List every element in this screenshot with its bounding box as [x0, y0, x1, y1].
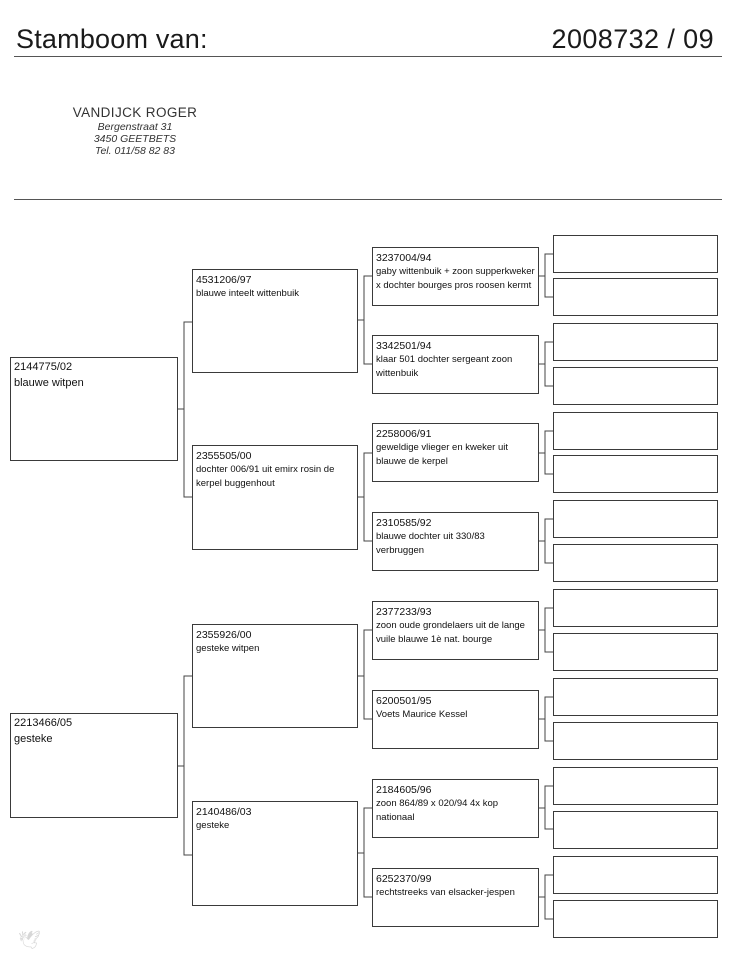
pedigree-dam-sire: 2355926/00 gesteke witpen	[192, 624, 358, 728]
description: gaby wittenbuik + zoon supperkweker x do…	[376, 266, 535, 291]
ring-number: 2310585/92	[376, 517, 432, 529]
owner-city: 3450 GEETBETS	[93, 133, 177, 145]
pedigree-sire-sire: 4531206/97 blauwe inteelt wittenbuik	[192, 269, 358, 373]
ring-number: 2140486/03	[196, 806, 252, 818]
description: blauwe witpen	[14, 377, 84, 389]
ring-number: 2355505/00	[196, 450, 252, 462]
ring-number: 2355926/00	[196, 629, 252, 641]
watermark-logo: 🕊	[18, 930, 128, 952]
pedigree-empty-slot	[553, 811, 718, 849]
pedigree-empty-slot	[553, 235, 718, 273]
pedigree-sire-dam: 2355505/00 dochter 006/91 uit emirx rosi…	[192, 445, 358, 550]
ring-number: 3342501/94	[376, 340, 432, 352]
ring-number: 2184605/96	[376, 784, 432, 796]
pedigree-empty-slot	[553, 412, 718, 450]
owner-name: VANDIJCK ROGER	[72, 105, 198, 120]
pedigree-sire: 2144775/02 blauwe witpen	[10, 357, 178, 461]
pedigree-ggp-8: 6252370/99 rechtstreeks van elsacker-jes…	[372, 868, 539, 927]
pedigree-empty-slot	[553, 633, 718, 671]
pedigree-empty-slot	[553, 900, 718, 938]
ring-number: 2258006/91	[376, 428, 432, 440]
ring-number: 3237004/94	[376, 252, 432, 264]
pedigree-dam: 2213466/05 gesteke	[10, 713, 178, 818]
description: blauwe dochter uit 330/83 verbruggen	[376, 531, 485, 556]
ring-number: 2213466/05	[14, 717, 73, 729]
pedigree-empty-slot	[553, 767, 718, 805]
header-divider	[14, 56, 722, 57]
description: blauwe inteelt wittenbuik	[196, 288, 299, 299]
description: rechtstreeks van elsacker-jespen	[376, 887, 515, 898]
pedigree-empty-slot	[553, 455, 718, 493]
section-divider	[14, 199, 722, 200]
pedigree-empty-slot	[553, 589, 718, 627]
ring-number: 6200501/95	[376, 695, 432, 707]
pedigree-ggp-5: 2377233/93 zoon oude grondelaers uit de …	[372, 601, 539, 660]
description: zoon 864/89 x 020/94 4x kop nationaal	[376, 798, 499, 823]
pedigree-empty-slot	[553, 367, 718, 405]
pedigree-empty-slot	[553, 722, 718, 760]
pigeon-ring-number: 2008732 / 09	[551, 24, 714, 54]
pedigree-empty-slot	[553, 678, 718, 716]
pedigree-ggp-1: 3237004/94 gaby wittenbuik + zoon supper…	[372, 247, 539, 306]
dove-icon: 🕊	[18, 930, 41, 950]
pedigree-empty-slot	[553, 500, 718, 538]
pedigree-ggp-6: 6200501/95 Voets Maurice Kessel	[372, 690, 539, 749]
description: geweldige vlieger en kweker uit blauwe d…	[376, 442, 509, 467]
description: gesteke witpen	[196, 643, 260, 654]
pedigree-empty-slot	[553, 856, 718, 894]
pedigree-ggp-3: 2258006/91 geweldige vlieger en kweker u…	[372, 423, 539, 482]
pedigree-ggp-2: 3342501/94 klaar 501 dochter sergeant zo…	[372, 335, 539, 394]
pedigree-empty-slot	[553, 323, 718, 361]
ring-number: 2377233/93	[376, 606, 432, 618]
pedigree-empty-slot	[553, 278, 718, 316]
ring-number: 2144775/02	[14, 361, 73, 373]
description: Voets Maurice Kessel	[376, 709, 468, 720]
description: dochter 006/91 uit emirx rosin de kerpel…	[196, 464, 335, 489]
pedigree-dam-dam: 2140486/03 gesteke	[192, 801, 358, 906]
owner-phone: Tel. 011/58 82 83	[95, 145, 175, 157]
ring-number: 6252370/99	[376, 873, 432, 885]
owner-address-block: VANDIJCK ROGER Bergenstraat 31 3450 GEET…	[68, 105, 202, 157]
pedigree-empty-slot	[553, 544, 718, 582]
ring-number: 4531206/97	[196, 274, 252, 286]
description: klaar 501 dochter sergeant zoon wittenbu…	[376, 354, 513, 379]
pedigree-ggp-7: 2184605/96 zoon 864/89 x 020/94 4x kop n…	[372, 779, 539, 838]
description: gesteke	[196, 820, 230, 831]
pedigree-ggp-4: 2310585/92 blauwe dochter uit 330/83 ver…	[372, 512, 539, 571]
description: zoon oude grondelaers uit de lange vuile…	[376, 620, 525, 645]
page-title: Stamboom van:	[16, 24, 208, 54]
description: gesteke	[14, 733, 53, 745]
owner-street: Bergenstraat 31	[97, 121, 173, 133]
